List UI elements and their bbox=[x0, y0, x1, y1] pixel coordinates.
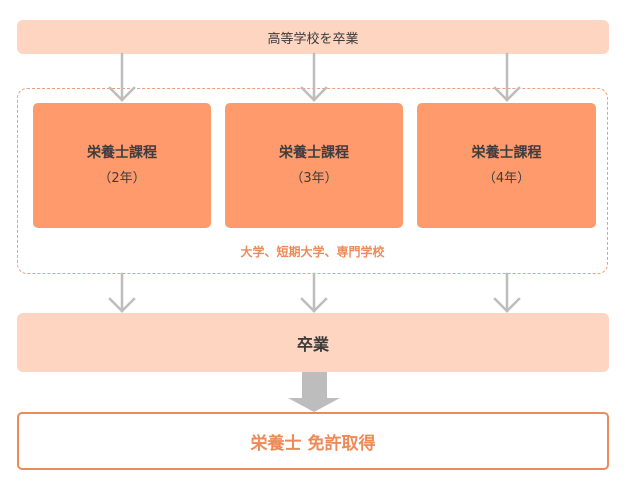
graduation-bar: 卒業 bbox=[17, 313, 609, 372]
course-title: 栄養士課程 bbox=[87, 144, 157, 161]
course-years: （3年） bbox=[290, 170, 338, 186]
graduation-label: 卒業 bbox=[296, 334, 329, 354]
high-school-graduation-bar: 高等学校を卒業 bbox=[17, 20, 609, 54]
course-title: 栄養士課程 bbox=[471, 144, 542, 161]
course-years: （2年） bbox=[98, 170, 146, 186]
arrow-down-icon bbox=[300, 272, 328, 313]
high-school-graduation-label: 高等学校を卒業 bbox=[267, 31, 359, 47]
course-box-2-year: 栄養士課程 （2年） bbox=[33, 103, 211, 228]
arrow-down-icon bbox=[108, 272, 136, 313]
license-result-label: 栄養士 免許取得 bbox=[250, 433, 376, 454]
course-title: 栄養士課程 bbox=[279, 144, 349, 161]
institutions-caption: 大学、短期大学、専門学校 bbox=[240, 245, 385, 259]
arrow-down-icon bbox=[493, 272, 521, 313]
big-arrow-down-icon bbox=[288, 372, 340, 412]
license-result-box: 栄養士 免許取得 bbox=[17, 412, 609, 470]
course-box-3-year: 栄養士課程 （3年） bbox=[225, 103, 403, 228]
course-box-4-year: 栄養士課程 （4年） bbox=[417, 103, 596, 228]
course-years: （4年） bbox=[482, 170, 531, 186]
